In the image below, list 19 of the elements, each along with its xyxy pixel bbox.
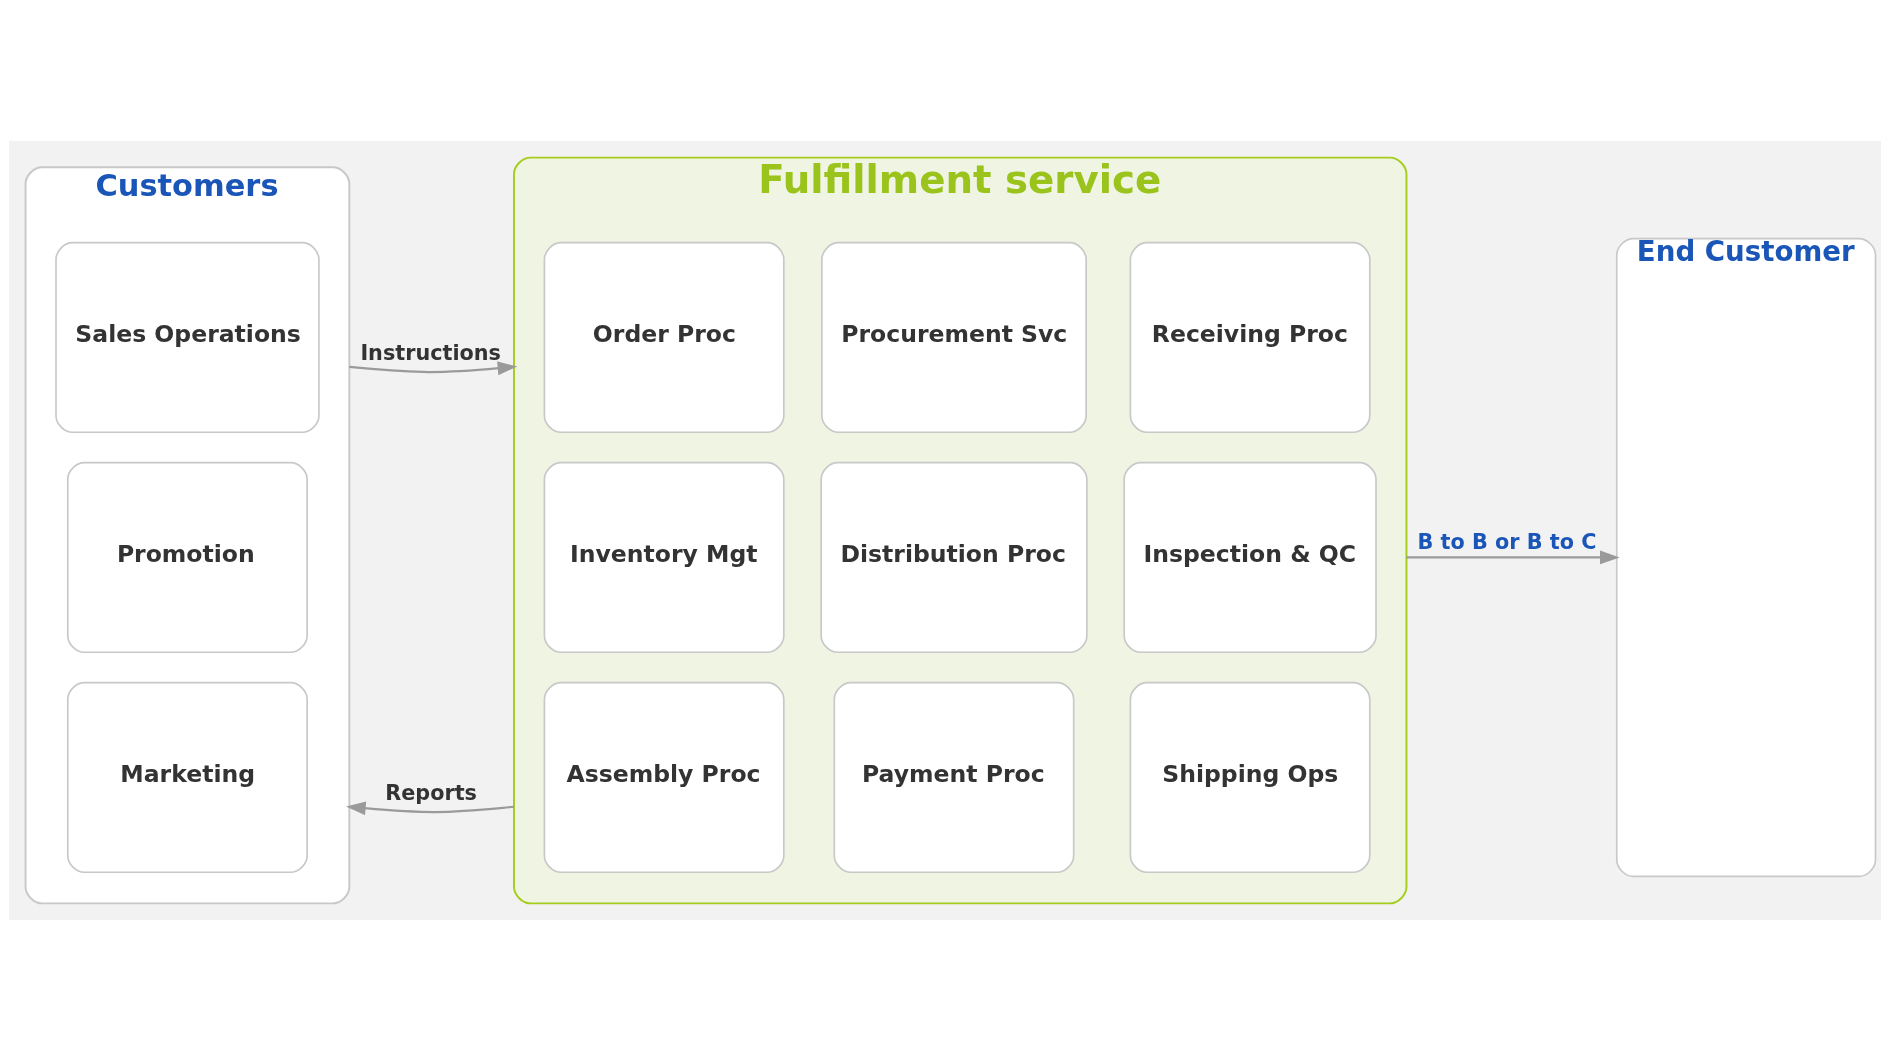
node-box: Payment Proc — [833, 681, 1075, 874]
edge-label: B to B or B to C — [1417, 530, 1597, 555]
node-box: Inventory Mgt — [543, 461, 785, 654]
arrow — [346, 801, 515, 816]
node-box: Receiving Proc — [1129, 241, 1371, 434]
node-box: Assembly Proc — [543, 681, 785, 874]
node-box: End Customer — [1615, 237, 1877, 878]
arrow — [1406, 550, 1620, 565]
node-box: Sales Operations — [55, 241, 320, 434]
node-box: Procurement Svc — [821, 241, 1087, 434]
node-box: Distribution Proc — [820, 461, 1088, 654]
node-box: Marketing — [66, 681, 308, 874]
node-box: Promotion — [66, 461, 308, 654]
edge-label: Reports — [385, 780, 477, 805]
node-box: Shipping Ops — [1129, 681, 1371, 874]
edge-label: Instructions — [360, 340, 501, 365]
node-box: Inspection & QC — [1123, 461, 1377, 654]
arrow — [349, 361, 518, 376]
node-box: Order Proc — [543, 241, 785, 434]
